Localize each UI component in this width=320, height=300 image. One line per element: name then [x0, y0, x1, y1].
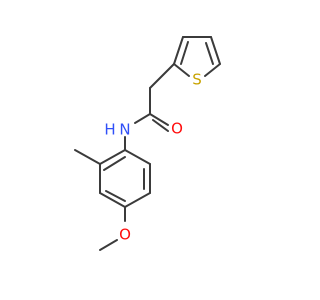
bond-thiophene-c2-c3	[173, 36, 184, 65]
bond-thiophene-c4-c5-double	[205, 42, 214, 65]
bond-thiophene-s-c2	[173, 63, 190, 77]
bond-carbonyl-oxygen-double	[152, 119, 169, 132]
bond-carbonyl-nitrogen	[134, 113, 151, 124]
bond-thiophene-c4-c5	[210, 36, 221, 65]
bond-benzene-inner-1	[103, 156, 126, 171]
bond-thiophene-c5-s	[204, 63, 221, 77]
bond-benzene-c3-c4	[99, 192, 126, 208]
bond-oxygen-methyl	[99, 239, 118, 251]
bond-benzene-c6-c1	[124, 149, 151, 165]
bond-ring-methyl	[74, 149, 101, 165]
methoxy-oxygen-label: O	[119, 226, 131, 244]
bond-thiophene-ch2	[149, 63, 175, 89]
bond-benzene-inner-2	[105, 190, 126, 202]
molecule-diagram: S O N H O	[74, 36, 221, 251]
amide-hydrogen-label: H	[104, 121, 115, 139]
sulfur-atom-label: S	[192, 71, 202, 89]
molecule-canvas: S O N H O	[74, 36, 221, 251]
carbonyl-oxygen-label: O	[171, 120, 183, 138]
bond-carbonyl-oxygen	[149, 113, 169, 126]
bond-benzene-c4-c5	[124, 192, 151, 208]
bond-benzene-c1-c2	[99, 149, 126, 165]
amide-nitrogen-label: N	[119, 121, 130, 139]
bond-thiophene-c2-c3-double	[180, 41, 189, 65]
